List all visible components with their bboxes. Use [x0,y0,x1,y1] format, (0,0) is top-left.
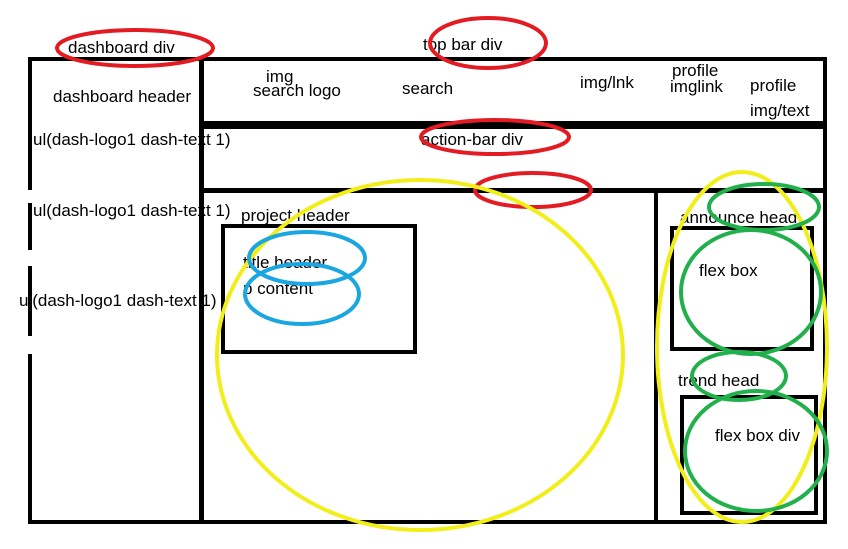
search-logo-img-label: img [266,67,294,86]
flex-box-label: flex box [699,261,758,280]
profile-imgtext-label-1: profile [750,76,797,95]
dashboard-header: dashboard header [53,87,192,106]
search-label: search [402,79,454,98]
top-bar-div-label: top bar div [423,35,503,54]
sidebar-border-gap [27,190,34,203]
project-header: project header [241,206,350,225]
trend-head: trend head [678,371,760,390]
profile-imgtext-label-2: img/text [750,101,810,120]
announce-flex-box [670,226,814,351]
action-bar-div-label: action-bar div [421,130,524,149]
announce-head: announce head [680,208,798,227]
sidebar-list: ul(dash-logo1 dash-text 1) [33,201,231,220]
sidebar-border-gap [27,250,34,266]
search-logo-label: search logo [253,81,341,100]
profile-imglink-label-2: imglink [670,77,723,96]
sidebar-list: ul(dash-logo1 dash-text 1) [19,291,217,310]
sidebar-border-gap [27,336,34,354]
img-link-label: img/lnk [580,73,634,92]
card-content: p content [243,279,313,298]
trend-flex-box [680,395,818,515]
sidebar-list: ul(dash-logo1 dash-text 1) [33,130,231,149]
dashboard-div-label: dashboard div [68,38,175,57]
profile-imglink-label-1: profile [672,61,719,80]
flex-box-div-label: flex box div [715,426,801,445]
card-title-header: title header [243,253,328,272]
